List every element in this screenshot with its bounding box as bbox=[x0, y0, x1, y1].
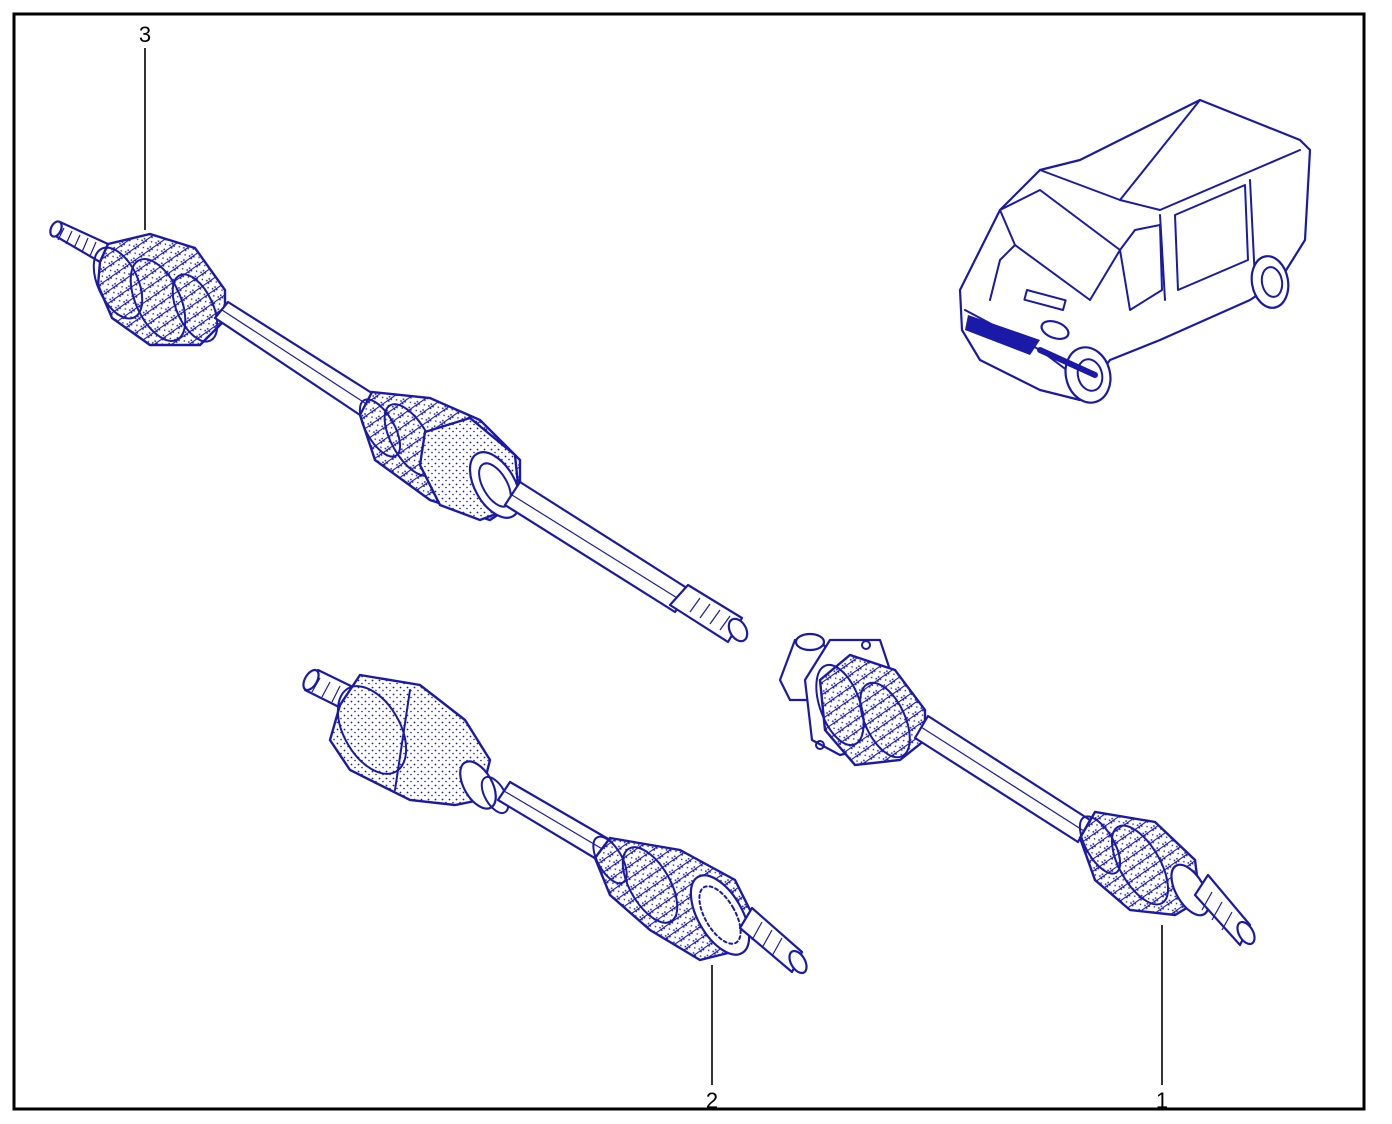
shaft-3-outer-boot bbox=[92, 232, 227, 347]
callout-1: 1 bbox=[1156, 925, 1168, 1113]
callout-1-label: 1 bbox=[1156, 1088, 1168, 1113]
callout-2: 2 bbox=[706, 965, 718, 1113]
shaft-3-bar bbox=[213, 300, 377, 417]
callout-3: 3 bbox=[139, 22, 151, 230]
driveshaft-3 bbox=[49, 220, 749, 644]
diagram-frame bbox=[12, 12, 1366, 1111]
callout-3-label: 3 bbox=[139, 22, 151, 47]
van-illustration bbox=[958, 98, 1312, 404]
driveshaft-2 bbox=[302, 668, 808, 975]
shaft-3-intermediate bbox=[503, 480, 692, 614]
driveshaft-1 bbox=[778, 632, 1256, 947]
callout-2-label: 2 bbox=[706, 1088, 718, 1113]
shaft-3-outer-spline bbox=[49, 220, 110, 264]
shaft-3-inner-joint bbox=[358, 390, 522, 522]
